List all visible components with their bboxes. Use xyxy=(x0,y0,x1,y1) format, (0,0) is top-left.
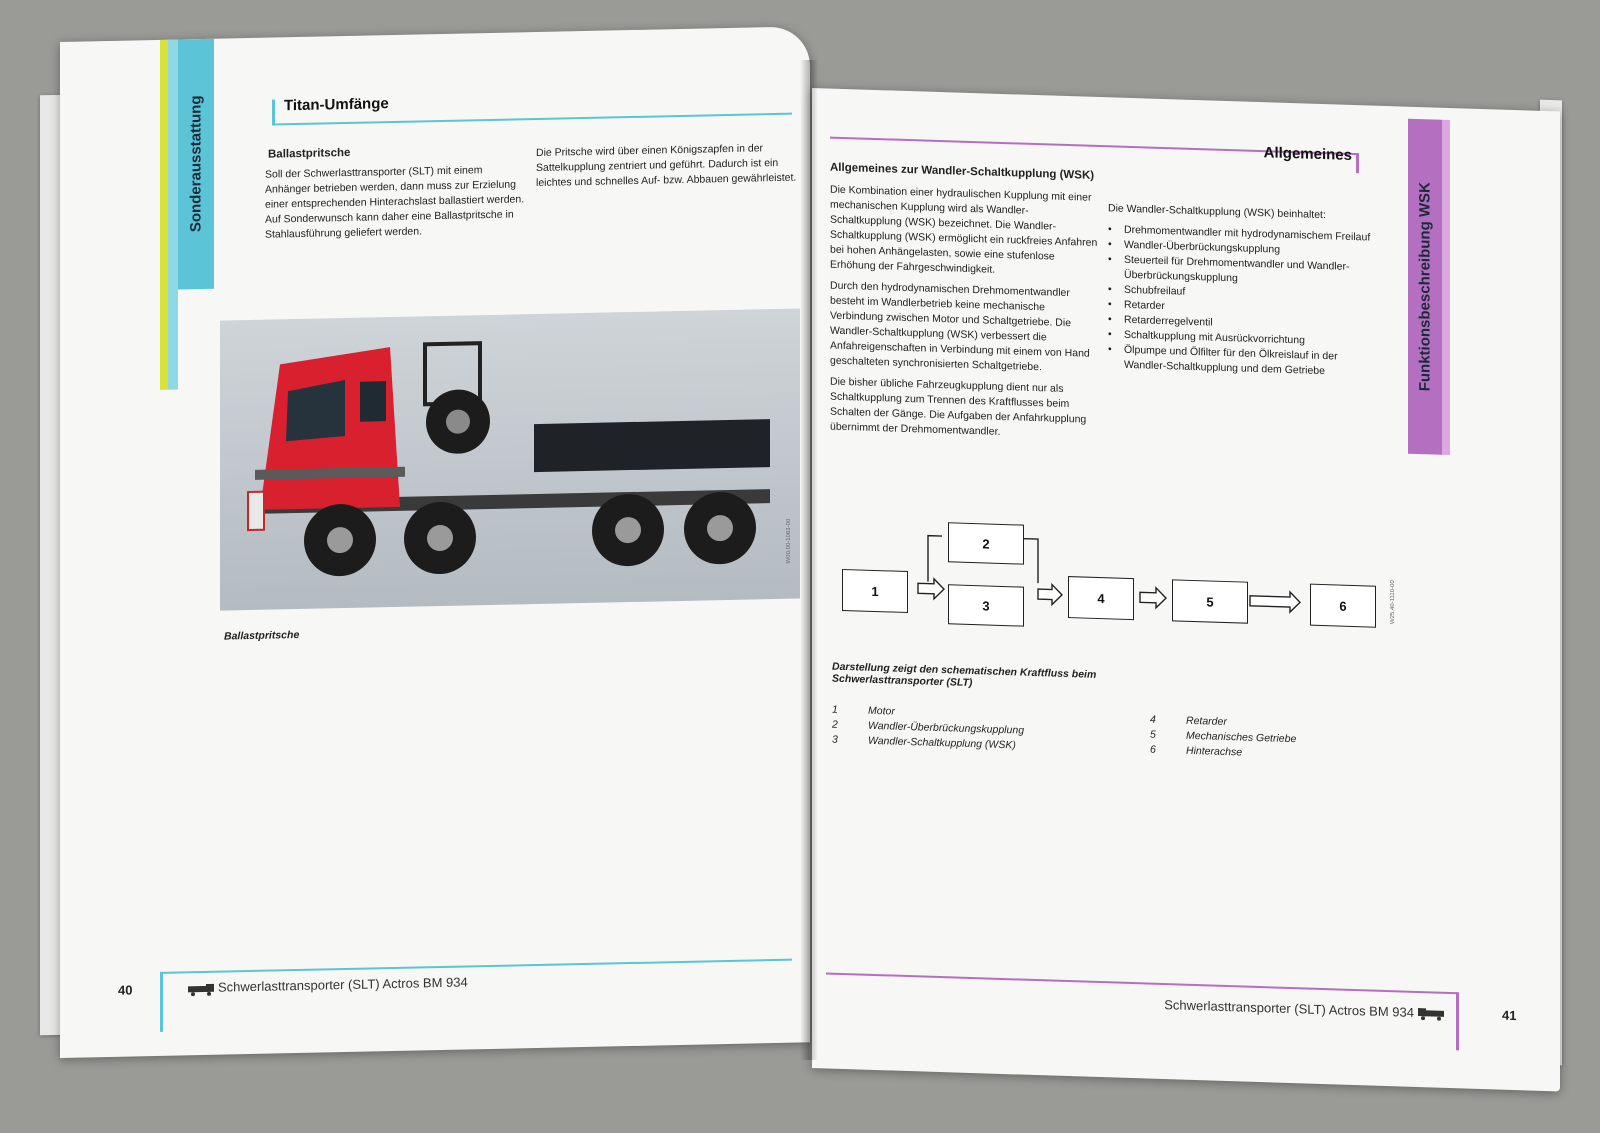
para-3: Die bisher übliche Fahrzeugkupplung dien… xyxy=(830,375,1087,438)
left-col1-text: Soll der Schwerlasttransporter (SLT) mit… xyxy=(265,164,525,241)
flow-box-2: 2 xyxy=(948,522,1024,565)
footer-title-right: Schwerlasttransporter (SLT) Actros BM 93… xyxy=(1164,997,1414,1020)
diagram-code: W25.40-1110-00 xyxy=(1390,580,1396,625)
left-col2-text: Die Pritsche wird über einen Königszapfe… xyxy=(536,142,797,190)
image-caption: Ballastpritsche xyxy=(224,628,300,643)
section-title-right: Allgemeines xyxy=(1263,144,1352,164)
flow-box-5: 5 xyxy=(1172,579,1248,624)
flow-box-6: 6 xyxy=(1310,583,1376,628)
page-number-left: 40 xyxy=(118,982,133,998)
flow-box-4: 4 xyxy=(1068,576,1134,621)
right-page: Funktionsbeschreibung WSK Allgemeines Al… xyxy=(812,88,1560,1092)
arrow-2 xyxy=(1037,582,1063,607)
footer-rule-left xyxy=(162,958,792,974)
footer-bracket-left xyxy=(160,971,163,1032)
side-window xyxy=(360,381,386,422)
flow-box-1: 1 xyxy=(842,568,908,614)
light-purple-stripe xyxy=(1442,119,1450,456)
light-blue-stripe xyxy=(168,39,178,390)
ballast-platform xyxy=(534,419,770,473)
subheading-left: Ballastpritsche xyxy=(268,146,351,161)
side-tab-left: Sonderausstattung xyxy=(178,38,214,290)
page-number-right: 41 xyxy=(1502,1007,1517,1024)
warning-panel xyxy=(247,490,265,532)
flow-diagram: 1 2 3 4 5 6 W25.40-1110-00 xyxy=(842,519,1432,658)
title-bracket xyxy=(272,99,275,126)
arrow-4 xyxy=(1249,590,1301,614)
footer-title-left: Schwerlasttransporter (SLT) Actros BM 93… xyxy=(218,974,468,995)
title-underline xyxy=(272,112,792,126)
right-col1: Die Kombination einer hydraulischen Kupp… xyxy=(830,183,1100,443)
includes-intro: Die Wandler-Schaltkupplung (WSK) beinhal… xyxy=(1108,202,1326,222)
truck-illustration xyxy=(247,341,770,577)
branch-line-down xyxy=(1024,537,1039,584)
para-2: Durch den hydrodynamischen Drehmomentwan… xyxy=(830,279,1090,374)
footer-rule-right xyxy=(826,972,1458,995)
subheading-right: Allgemeines zur Wandler-Schaltkupplung (… xyxy=(830,161,1095,182)
para-1: Die Kombination einer hydraulischen Kupp… xyxy=(830,183,1098,276)
book-spine-shadow xyxy=(800,60,818,1060)
flow-box-3: 3 xyxy=(948,584,1024,627)
chassis-frame xyxy=(250,489,770,515)
section-title-left: Titan-Umfänge xyxy=(284,95,389,115)
truck-photo: W00.00-1063-00 xyxy=(220,308,800,611)
branch-line-up xyxy=(927,534,942,582)
right-col2: Die Wandler-Schaltkupplung (WSK) beinhal… xyxy=(1108,201,1378,380)
image-code: W00.00-1063-00 xyxy=(786,518,792,564)
diagram-caption: Darstellung zeigt den schematischen Kraf… xyxy=(832,660,1097,690)
yellow-stripe xyxy=(160,39,168,390)
left-page: Sonderausstattung Titan-Umfänge Ballastp… xyxy=(60,26,810,1058)
bumper xyxy=(255,466,405,480)
cab-window xyxy=(286,380,345,442)
footer-bracket-right xyxy=(1456,992,1459,1051)
arrow-3 xyxy=(1139,586,1167,610)
arrow-1 xyxy=(917,577,945,601)
truck-icon-right xyxy=(1418,1007,1444,1021)
flow-arrows xyxy=(917,534,1301,614)
truck-icon-left xyxy=(188,983,214,997)
side-tab-right: Funktionsbeschreibung WSK xyxy=(1408,118,1442,455)
title-bracket-right xyxy=(1356,153,1359,174)
